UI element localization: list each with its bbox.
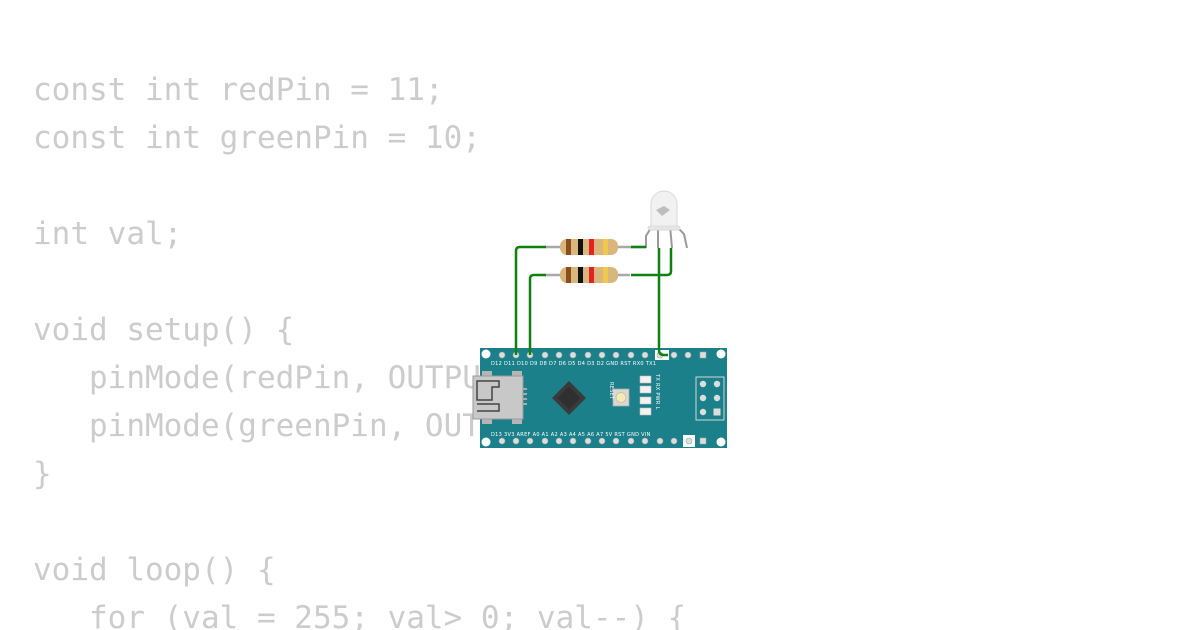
pin-hole: [541, 351, 549, 359]
pin-hole: [541, 437, 549, 445]
pin-hole: [569, 351, 577, 359]
pin-hole: [555, 437, 563, 445]
pin-square: [699, 437, 707, 445]
mount-hole: [481, 349, 491, 359]
icsp-header: [695, 376, 725, 421]
pin-hole: [555, 351, 563, 359]
pin-hole: [526, 437, 534, 445]
pin-hole: [612, 437, 620, 445]
pin-hole: [498, 351, 506, 359]
code-line: void setup() {: [33, 312, 295, 348]
bottom-pin-labels: D13 3V3 AREF A0 A1 A2 A3 A4 A5 A6 A7 5V …: [491, 432, 651, 438]
pin-hole: [685, 437, 693, 445]
arduino-nano-board[interactable]: D12 D11 D10 D9 D8 D7 D6 D5 D4 D3 D2 GND …: [472, 348, 727, 448]
pin-hole: [584, 351, 592, 359]
resistor-top[interactable]: [545, 239, 646, 255]
pin-hole: [641, 351, 649, 359]
reset-button[interactable]: [612, 388, 630, 407]
pin-square: [699, 351, 707, 359]
resistor-bottom[interactable]: [545, 267, 630, 283]
pin-hole: [584, 437, 592, 445]
code-line: int val;: [33, 216, 183, 252]
rgb-led[interactable]: [645, 190, 688, 249]
bottom-header-pins: [498, 435, 707, 447]
pin-hole: [612, 351, 620, 359]
code-line: for (val = 255; val> 0; val--) {: [33, 600, 687, 630]
pin-hole: [670, 351, 678, 359]
wire-led-common-to-gnd: [657, 248, 668, 357]
pin-hole: [684, 351, 692, 359]
wire-resistor-bottom-to-led-green: [631, 248, 673, 277]
pin-hole: [598, 351, 606, 359]
code-line: }: [33, 456, 52, 492]
pin-hole: [512, 437, 520, 445]
pin-hole: [641, 437, 649, 445]
microcontroller-chip: [552, 381, 586, 415]
pin-hole: [627, 351, 635, 359]
pin-hole: [598, 437, 606, 445]
reset-label: RESET: [608, 382, 614, 400]
pin-hole: [670, 437, 678, 445]
wire-d11-to-resistor-top: [514, 245, 546, 355]
pin-hole: [627, 437, 635, 445]
code-line: const int redPin = 11;: [33, 72, 444, 108]
code-line: const int greenPin = 10;: [33, 120, 481, 156]
code-line: void loop() {: [33, 552, 276, 588]
wires[interactable]: [514, 245, 673, 357]
pin-hole: [569, 437, 577, 445]
pin-hole: [656, 437, 664, 445]
usb-connector: [472, 371, 527, 424]
top-pin-labels: D12 D11 D10 D9 D8 D7 D6 D5 D4 D3 D2 GND …: [491, 361, 656, 367]
mount-hole: [481, 437, 491, 447]
pin-hole: [498, 437, 506, 445]
mount-hole: [716, 349, 726, 359]
wire-d10-to-resistor-bottom: [528, 273, 546, 355]
mount-hole: [716, 437, 726, 447]
led-labels: TX RX PWR L: [654, 373, 660, 410]
status-leds: [639, 375, 652, 416]
